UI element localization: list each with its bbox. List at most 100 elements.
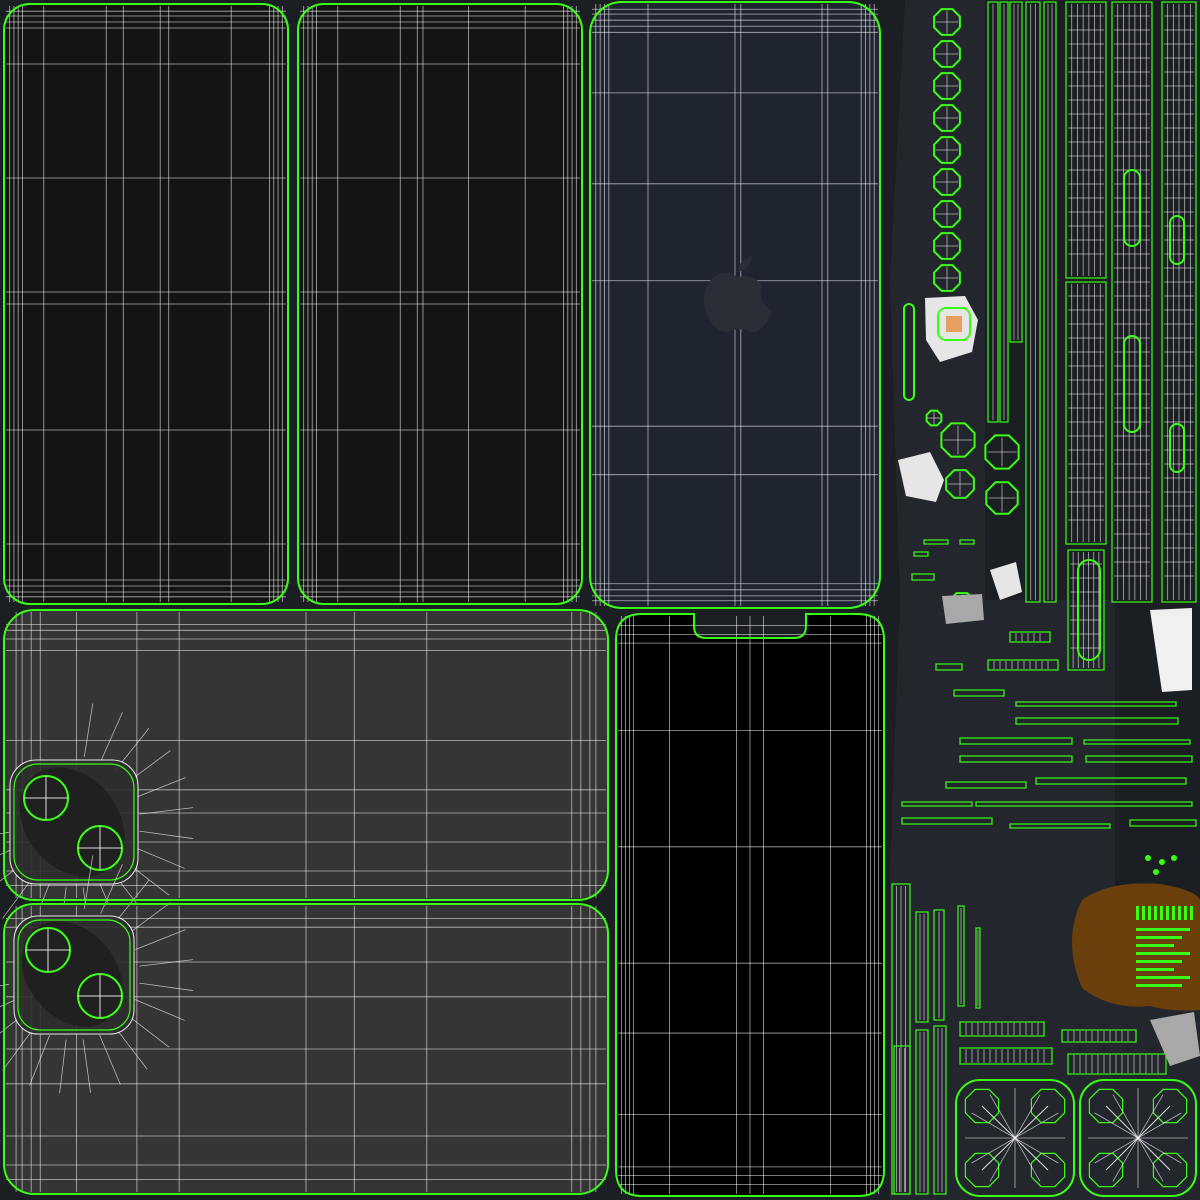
wire-line (1137, 1112, 1182, 1139)
strip-piece (999, 1, 1009, 423)
strip-piece (957, 905, 965, 1007)
octagon-hub (1088, 1088, 1124, 1124)
wire-line (29, 1035, 50, 1086)
screen-front-island-a (3, 3, 289, 605)
connector-piece (1150, 608, 1192, 692)
wire-line (1094, 1137, 1139, 1164)
strip-piece (1061, 1029, 1137, 1043)
wire-line (1137, 1137, 1171, 1171)
wire-line (83, 855, 94, 909)
wire-line (139, 982, 193, 991)
board-components (1136, 855, 1193, 987)
strip-piece (901, 817, 993, 825)
island-edge (297, 3, 583, 605)
wire-line (134, 847, 185, 869)
wire-line (1014, 1137, 1059, 1164)
strip-piece (893, 1045, 911, 1195)
octagon-hub (1030, 1152, 1066, 1188)
strip-piece (1015, 717, 1179, 725)
wireframe-grid (618, 616, 882, 1194)
strip-piece (1083, 739, 1191, 745)
strip-piece (959, 1021, 1045, 1037)
octagon-button-icon (984, 434, 1020, 470)
strip-piece (1067, 1053, 1167, 1075)
strip-piece (913, 551, 929, 557)
octagon-button-icon (933, 104, 961, 132)
wire-line (126, 902, 171, 936)
component-dot (1171, 855, 1177, 861)
component-bar (1190, 906, 1193, 920)
octagon-button-icon (933, 72, 961, 100)
wire-line (1137, 1105, 1171, 1139)
component-dot (1153, 869, 1159, 875)
wire-line (1137, 1137, 1182, 1164)
octagon-hub (964, 1088, 1000, 1124)
octagon-button-icon (925, 409, 943, 427)
octagon-button-icon (940, 422, 976, 458)
wire-line (126, 1013, 170, 1048)
wire-line (1094, 1112, 1139, 1139)
wire-line (59, 1039, 67, 1094)
strip-piece (1067, 549, 1105, 671)
strip-piece (1065, 281, 1107, 545)
wire-line (0, 848, 14, 856)
wire-line (135, 929, 186, 950)
octagon-button-icon (933, 136, 961, 164)
component-dot (1145, 855, 1151, 861)
strip-piece (1111, 1, 1153, 603)
wire-line (1105, 1137, 1139, 1171)
wire-line (1112, 1137, 1139, 1182)
wire-line (114, 880, 150, 923)
wire-line (1014, 1137, 1049, 1171)
strip-piece (945, 781, 1027, 789)
wireframe-grid (964, 1088, 1066, 1188)
octagon-button-icon (933, 168, 961, 196)
strip-piece (915, 1029, 929, 1195)
strip-piece (959, 1047, 1053, 1065)
octagon-button-icon (985, 481, 1019, 515)
screen-front-island-b (297, 3, 583, 605)
wireframe-grid (300, 6, 580, 602)
component-bar (1136, 960, 1182, 963)
octagon-button-icon (945, 469, 975, 499)
pill-piece (1077, 559, 1101, 661)
camera-lens-icon (23, 775, 69, 821)
octagon-hub (1030, 1088, 1066, 1124)
strip-piece (1065, 1, 1107, 279)
display-panel-island (615, 613, 885, 1197)
strip-piece (987, 659, 1059, 671)
component-bar (1136, 976, 1190, 979)
camera-lens-icon (77, 973, 123, 1019)
wire-line (989, 1137, 1016, 1182)
wireframe-grid (1088, 1088, 1188, 1188)
component-bar (1148, 906, 1151, 920)
apple-logo-icon (704, 256, 772, 332)
strip-piece (1043, 1, 1057, 603)
island-panel (890, 0, 1200, 1200)
sim-chip-icon (937, 307, 971, 341)
octagon-button-icon (933, 8, 961, 36)
wireframe-grid (6, 6, 286, 602)
flex-piece (990, 562, 1022, 600)
island-edge (589, 1, 881, 609)
horizontal-strips (901, 539, 1197, 1075)
back-glass-island (589, 1, 881, 609)
camera-bump-edge (13, 763, 135, 881)
strip-piece (1009, 1, 1023, 343)
component-bar (1136, 906, 1139, 920)
wire-line (139, 830, 193, 839)
wire-line (83, 703, 94, 757)
component-bar (1172, 906, 1175, 920)
pill-piece (903, 303, 915, 401)
camera-radial-wires (0, 855, 194, 1094)
camera-bump-edge (17, 919, 131, 1031)
component-bar (1136, 928, 1190, 931)
wire-line (134, 999, 185, 1021)
camera-lens-icon (25, 927, 71, 973)
camera-back-island-b (0, 855, 609, 1195)
component-bar (1136, 984, 1182, 987)
wire-line (100, 864, 123, 914)
wire-line (1105, 1105, 1139, 1139)
wire-line (1137, 1137, 1164, 1182)
